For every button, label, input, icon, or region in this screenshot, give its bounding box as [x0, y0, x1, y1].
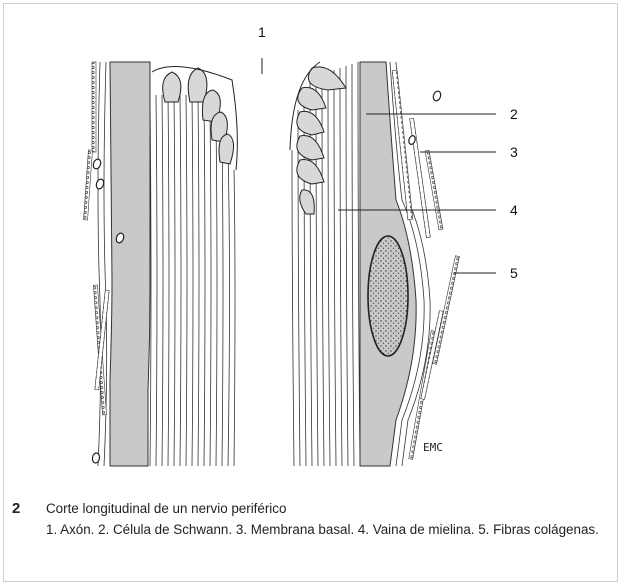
label-schwann-cell: 2 — [510, 106, 518, 122]
label-myelin-sheath: 4 — [510, 202, 518, 218]
emc-logo: EMC — [423, 441, 443, 454]
label-basal-membrane: 3 — [510, 144, 518, 160]
schwann-nucleus — [368, 236, 408, 356]
left-half — [84, 62, 238, 466]
collagen-fibers-right — [408, 90, 442, 145]
figure-number: 2 — [12, 498, 20, 519]
paranodal-loops-left — [152, 67, 237, 170]
nerve-illustration — [0, 0, 624, 480]
label-axon: 1 — [258, 24, 266, 40]
schwann-sheath-left — [110, 62, 150, 466]
caption-title: Corte longitudinal de un nervio periféri… — [46, 498, 286, 519]
caption-legend: 1. Axón. 2. Célula de Schwann. 3. Membra… — [46, 519, 606, 540]
right-half — [290, 62, 459, 466]
label-collagen-fibers: 5 — [510, 265, 518, 281]
